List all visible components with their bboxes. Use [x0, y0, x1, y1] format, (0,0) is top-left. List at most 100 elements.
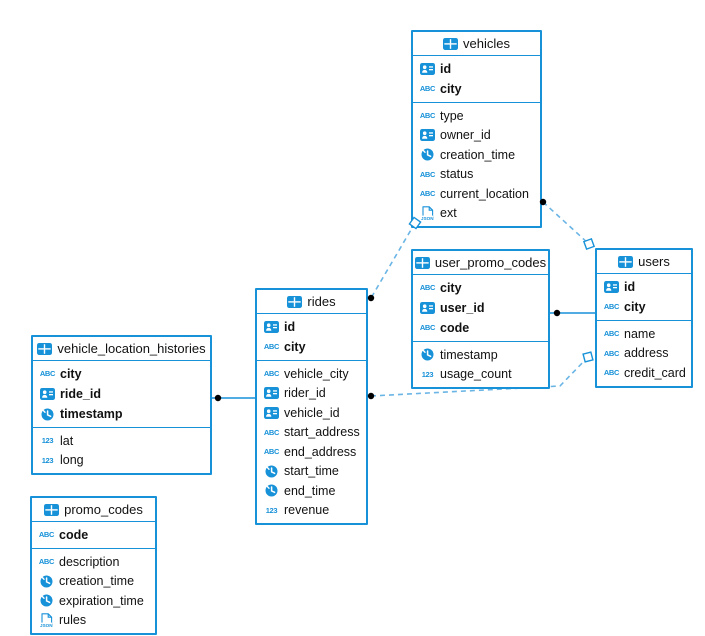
column-name: city [440, 281, 462, 295]
column-type-icon-wrap: ABC [603, 348, 620, 358]
column-name: start_address [284, 425, 360, 440]
number-type-icon: 123 [265, 505, 278, 515]
column-name: id [624, 280, 636, 294]
column-type-icon-wrap: JSON [38, 613, 55, 628]
table-header[interactable]: rides [257, 290, 366, 314]
column-row: start_time [257, 462, 366, 482]
column-type-icon-wrap: JSON [419, 206, 436, 221]
table-icon [443, 37, 459, 50]
column-name: user_id [440, 301, 485, 315]
column-name: id [440, 62, 452, 76]
column-type-icon-wrap: ABC [38, 558, 55, 566]
svg-text:JSON: JSON [40, 623, 53, 628]
column-name: timestamp [440, 347, 498, 362]
column-name: start_time [284, 464, 339, 479]
relationship-line[interactable] [370, 357, 588, 397]
column-name: creation_time [59, 574, 135, 589]
table-icon [44, 503, 60, 516]
column-type-icon-wrap [603, 281, 620, 293]
column-name: city [60, 367, 82, 381]
relationship-vehicles-users[interactable] [542, 201, 590, 245]
id-card-icon [264, 387, 279, 400]
table-header[interactable]: user_promo_codes [413, 251, 548, 275]
column-name: rider_id [284, 386, 326, 401]
column-type-icon-wrap: ABC [419, 324, 436, 332]
column-row: vehicle_id [257, 403, 366, 423]
column-type-icon-wrap: ABC [419, 190, 436, 198]
column-type-icon-wrap: ABC [38, 531, 55, 539]
column-row: ABC city [413, 278, 548, 298]
json-icon: JSON [40, 613, 53, 628]
column-type-icon-wrap: 123 [263, 505, 280, 515]
table-header[interactable]: promo_codes [32, 498, 155, 522]
column-name: code [440, 321, 470, 335]
table-header[interactable]: users [597, 250, 691, 274]
column-type-icon-wrap [38, 575, 55, 588]
column-row: ride_id [33, 384, 210, 404]
clock-icon [40, 575, 53, 588]
id-card-icon [420, 63, 435, 75]
svg-text:JSON: JSON [421, 216, 434, 221]
table-header[interactable]: vehicle_location_histories [33, 337, 210, 361]
column-name: vehicle_id [284, 405, 340, 420]
clock-icon [265, 484, 278, 497]
column-type-icon-wrap: ABC [419, 112, 436, 120]
text-type-icon: ABC [419, 111, 436, 120]
column-name: revenue [284, 503, 330, 518]
table-icon [414, 256, 430, 269]
column-type-icon-wrap: ABC [263, 448, 280, 456]
column-name: rules [59, 613, 87, 628]
column-name: description [59, 554, 120, 569]
table-name: promo_codes [64, 502, 143, 517]
column-row: creation_time [32, 572, 155, 592]
id-card-icon [40, 388, 55, 400]
column-type-icon-wrap: ABC [419, 284, 436, 292]
column-name: long [60, 453, 84, 468]
relationship-line[interactable] [370, 222, 416, 299]
relationship-line[interactable] [542, 201, 590, 245]
text-type-icon: ABC [263, 369, 280, 378]
column-row: rider_id [257, 384, 366, 404]
clock-icon [421, 148, 434, 161]
number-type-icon: 123 [421, 369, 434, 379]
table-name: user_promo_codes [434, 255, 547, 270]
column-row: id [257, 317, 366, 337]
id-card-icon [420, 129, 435, 142]
column-type-icon-wrap: ABC [263, 343, 280, 351]
relationship-vehicles-rides[interactable] [370, 222, 416, 299]
column-name: creation_time [440, 147, 516, 162]
text-type-icon: ABC [38, 557, 55, 566]
column-row: id [597, 277, 691, 297]
column-type-icon-wrap [419, 148, 436, 161]
text-type-icon: ABC [419, 283, 436, 293]
column-name: owner_id [440, 128, 491, 143]
text-type-icon: ABC [603, 348, 620, 358]
column-name: current_location [440, 186, 529, 201]
column-name: status [440, 167, 474, 182]
column-row: owner_id [413, 126, 540, 146]
table-icon [287, 295, 303, 308]
table-header[interactable]: vehicles [413, 32, 540, 56]
column-type-icon-wrap [419, 348, 436, 361]
text-type-icon: ABC [263, 427, 280, 437]
clock-icon [421, 348, 434, 361]
relationship-rides-users[interactable] [370, 357, 588, 397]
column-row: JSON rules [32, 611, 155, 631]
column-type-icon-wrap: ABC [603, 303, 620, 311]
